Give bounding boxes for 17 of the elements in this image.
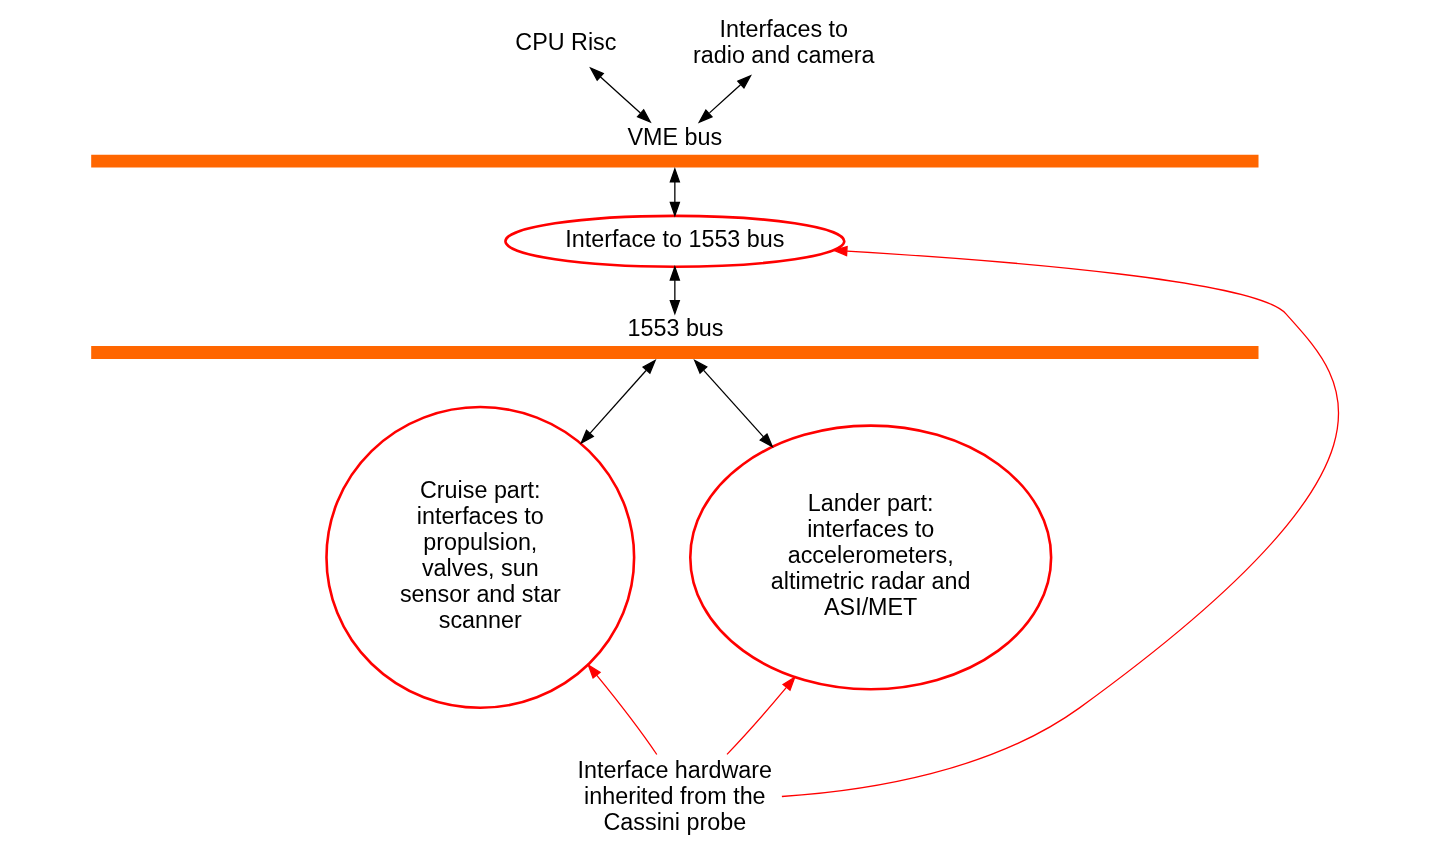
arrow <box>781 245 1340 798</box>
node-box <box>91 346 1259 360</box>
node-label: VME bus <box>627 123 723 150</box>
arrow <box>726 675 796 756</box>
node-box <box>91 154 1259 168</box>
arrow <box>693 358 774 449</box>
arrow <box>697 74 752 124</box>
node-circle: Cruise part: interfaces to propulsion, valves, sun sensor and star scanner <box>325 405 636 710</box>
arrow <box>669 166 681 218</box>
arrow <box>589 66 652 124</box>
node-text: Interface hardware inherited from the Cassini probe <box>577 757 773 836</box>
node-text: Interfaces to radio and camera <box>693 16 875 69</box>
arrow <box>579 358 657 445</box>
arrow <box>587 663 658 756</box>
node-text: CPU Risc <box>515 29 617 56</box>
arrow <box>669 265 681 316</box>
node-label: 1553 bus <box>627 315 724 342</box>
